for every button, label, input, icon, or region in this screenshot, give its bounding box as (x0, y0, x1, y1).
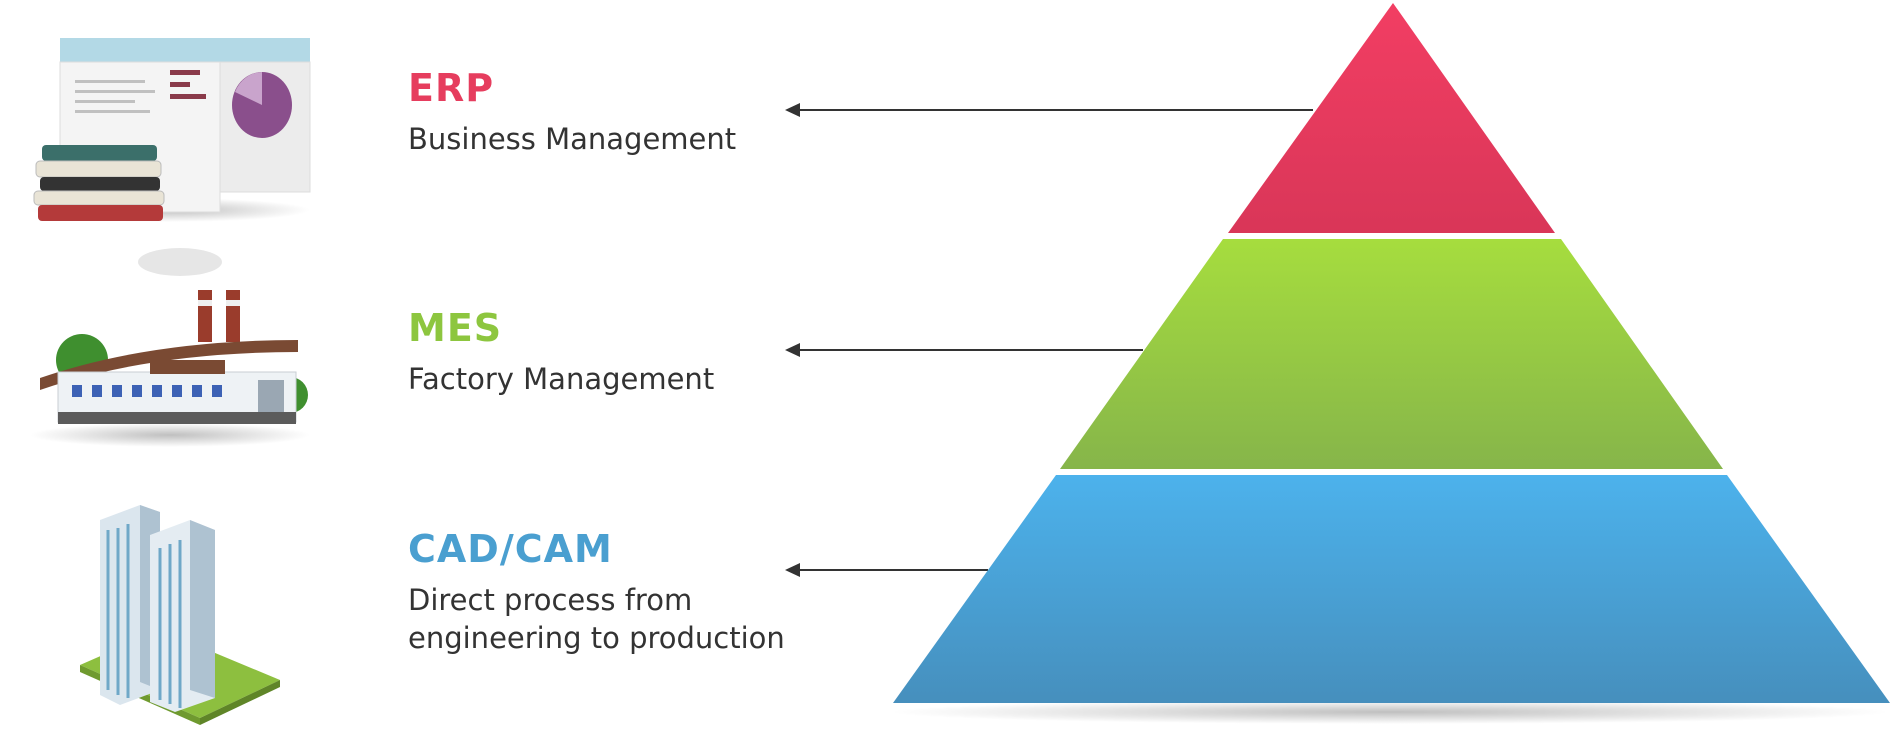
pyramid-tier-erp (1228, 3, 1555, 233)
mes-description: Factory Management (408, 360, 714, 398)
mes-title: MES (408, 306, 503, 350)
cadcam-label-block: CAD/CAM Direct process from engineering … (408, 527, 785, 657)
cadcam-description-line-1: Direct process from (408, 583, 693, 617)
mes-description-line: Factory Management (408, 362, 715, 396)
cadcam-description-line-2: engineering to production (408, 621, 785, 655)
erp-description-line: Business Management (408, 122, 737, 156)
cadcam-title: CAD/CAM (408, 527, 613, 571)
erp-label-block: ERP Business Management (408, 66, 736, 158)
erp-title: ERP (408, 66, 495, 110)
pyramid-shadow (890, 700, 1890, 724)
arrow-mes (785, 343, 1143, 357)
office-building-icon (80, 505, 280, 725)
pyramid-tier-mes (1060, 239, 1723, 469)
factory-icon (30, 248, 310, 447)
mes-label-block: MES Factory Management (408, 306, 714, 398)
arrow-cadcam (785, 563, 988, 577)
report-books-icon (30, 38, 311, 222)
arrow-erp (785, 103, 1313, 117)
cadcam-description: Direct process from engineering to produ… (408, 581, 785, 657)
erp-description: Business Management (408, 120, 736, 158)
pyramid-tier-cadcam (893, 475, 1890, 703)
